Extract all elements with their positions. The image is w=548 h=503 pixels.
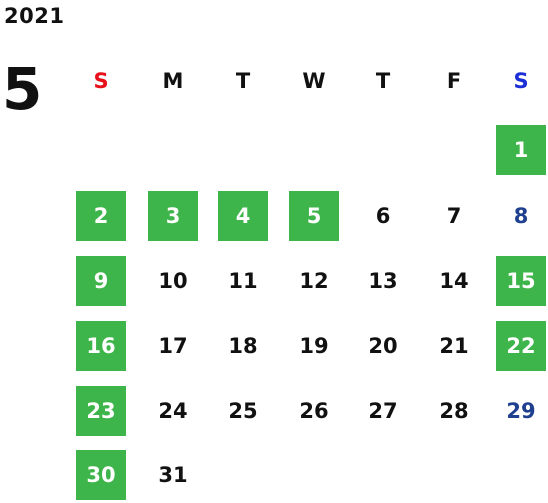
day-cell[interactable]: 12 <box>299 269 329 293</box>
day-cell-holiday[interactable]: 5 <box>289 191 339 241</box>
day-cell[interactable]: 31 <box>158 463 188 487</box>
day-cell-holiday[interactable]: 4 <box>218 191 268 241</box>
calendar-year: 2021 <box>4 4 65 28</box>
day-cell-holiday[interactable]: 3 <box>148 191 198 241</box>
day-cell[interactable]: 17 <box>158 334 188 358</box>
day-cell-holiday[interactable]: 1 <box>496 125 546 175</box>
day-cell[interactable]: 27 <box>368 399 398 423</box>
day-cell-holiday[interactable]: 16 <box>76 321 126 371</box>
day-cell[interactable]: 8 <box>513 204 529 228</box>
day-cell[interactable]: 19 <box>299 334 329 358</box>
day-cell[interactable]: 11 <box>228 269 258 293</box>
day-cell[interactable]: 26 <box>299 399 329 423</box>
day-cell[interactable]: 29 <box>506 399 536 423</box>
weekday-label: M <box>162 69 184 93</box>
day-cell-holiday[interactable]: 2 <box>76 191 126 241</box>
day-cell[interactable]: 21 <box>439 334 469 358</box>
weekday-label: S <box>513 69 529 93</box>
day-cell-holiday[interactable]: 15 <box>496 256 546 306</box>
day-cell[interactable]: 24 <box>158 399 188 423</box>
day-cell[interactable]: 13 <box>368 269 398 293</box>
weekday-label: T <box>375 69 391 93</box>
weekday-label: F <box>446 69 462 93</box>
day-cell[interactable]: 25 <box>228 399 258 423</box>
day-cell-holiday[interactable]: 22 <box>496 321 546 371</box>
weekday-label: W <box>302 69 326 93</box>
day-cell[interactable]: 18 <box>228 334 258 358</box>
day-cell[interactable]: 28 <box>439 399 469 423</box>
weekday-label: S <box>93 69 109 93</box>
calendar-month: 5 <box>2 55 43 123</box>
day-cell[interactable]: 6 <box>375 204 391 228</box>
day-cell[interactable]: 7 <box>446 204 462 228</box>
day-cell[interactable]: 14 <box>439 269 469 293</box>
day-cell[interactable]: 10 <box>158 269 188 293</box>
day-cell-holiday[interactable]: 9 <box>76 256 126 306</box>
weekday-label: T <box>235 69 251 93</box>
day-cell-holiday[interactable]: 30 <box>76 450 126 500</box>
day-cell-holiday[interactable]: 23 <box>76 386 126 436</box>
day-cell[interactable]: 20 <box>368 334 398 358</box>
